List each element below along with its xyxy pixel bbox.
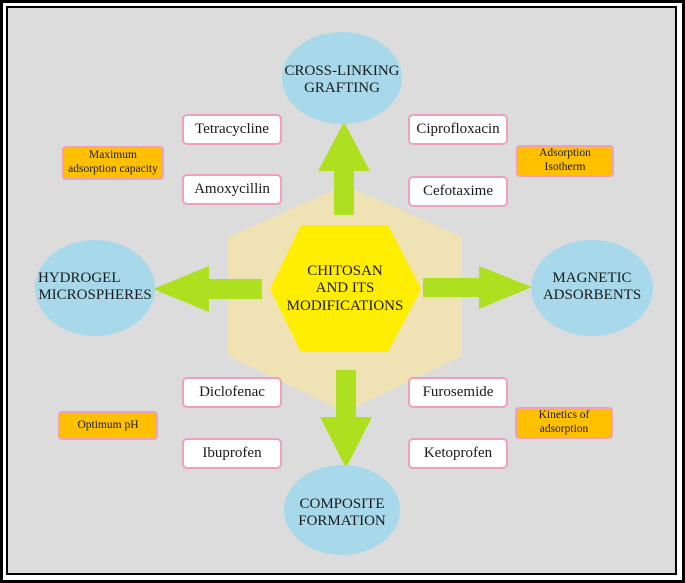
hydrogel-line-2: MICROSPHERES <box>38 287 152 303</box>
drug-box-furosemide: Furosemide <box>408 377 508 408</box>
arrow-up <box>318 122 370 215</box>
drug-box-ciprofloxacin: Ciprofloxacin <box>408 114 508 145</box>
arrow-left <box>153 266 262 312</box>
cross-linking-line-1: CROSS-LINKING <box>284 62 400 79</box>
composite-label: COMPOSITE FORMATION <box>277 492 407 534</box>
drug-box-cefotaxime: Cefotaxime <box>408 176 508 207</box>
arrow-down <box>320 370 372 468</box>
magnetic-line-1: MAGNETIC <box>552 269 632 286</box>
drug-box-ketoprofen: Ketoprofen <box>408 438 508 469</box>
arrow-right <box>423 266 532 309</box>
param-kinetics-of-adsorption: Kinetics of adsorption <box>515 407 613 439</box>
center-line-1: CHITOSAN <box>307 263 383 280</box>
composite-circle <box>284 465 400 555</box>
param-max-adsorption-capacity: Maximum adsorption capacity <box>62 146 164 180</box>
param-optimum-ph: Optimum pH <box>58 411 158 440</box>
magnetic-circle <box>531 240 653 336</box>
hydrogel-line-1: HYDROGEL <box>38 269 121 286</box>
drug-box-tetracycline: Tetracycline <box>182 114 282 145</box>
composite-line-2: FORMATION <box>298 513 386 529</box>
center-line-2: AND ITS <box>315 280 375 297</box>
magnetic-label: MAGNETIC ADSORBENTS <box>527 266 657 308</box>
param-adsorption-isotherm: Adsorption Isotherm <box>516 145 614 177</box>
cross-linking-line-2: GRAFTING <box>304 80 380 96</box>
center-hexagon <box>270 225 421 352</box>
magnetic-line-2: ADSORBENTS <box>542 287 642 303</box>
param-max-line-2: adsorption capacity <box>68 163 158 175</box>
center-label: CHITOSAN AND ITS MODIFICATIONS <box>280 258 410 320</box>
drug-box-ibuprofen: Ibuprofen <box>182 438 282 469</box>
param-max-line-1: Maximum <box>89 149 137 162</box>
hydrogel-label: HYDROGEL MICROSPHERES <box>30 266 160 308</box>
center-line-3: MODIFICATIONS <box>286 297 404 314</box>
drug-box-diclofenac: Diclofenac <box>182 377 282 408</box>
param-kinetics-line-1: Kinetics of <box>538 409 590 422</box>
cross-linking-label: CROSS-LINKING GRAFTING <box>272 60 412 100</box>
param-kinetics-line-2: adsorption <box>539 423 589 435</box>
hydrogel-circle <box>35 240 155 336</box>
composite-line-1: COMPOSITE <box>299 495 385 512</box>
drug-box-amoxycillin: Amoxycillin <box>182 174 282 205</box>
param-isotherm-line-2: Isotherm <box>544 161 586 173</box>
param-isotherm-line-1: Adsorption <box>539 147 591 160</box>
cross-linking-circle <box>282 32 402 124</box>
